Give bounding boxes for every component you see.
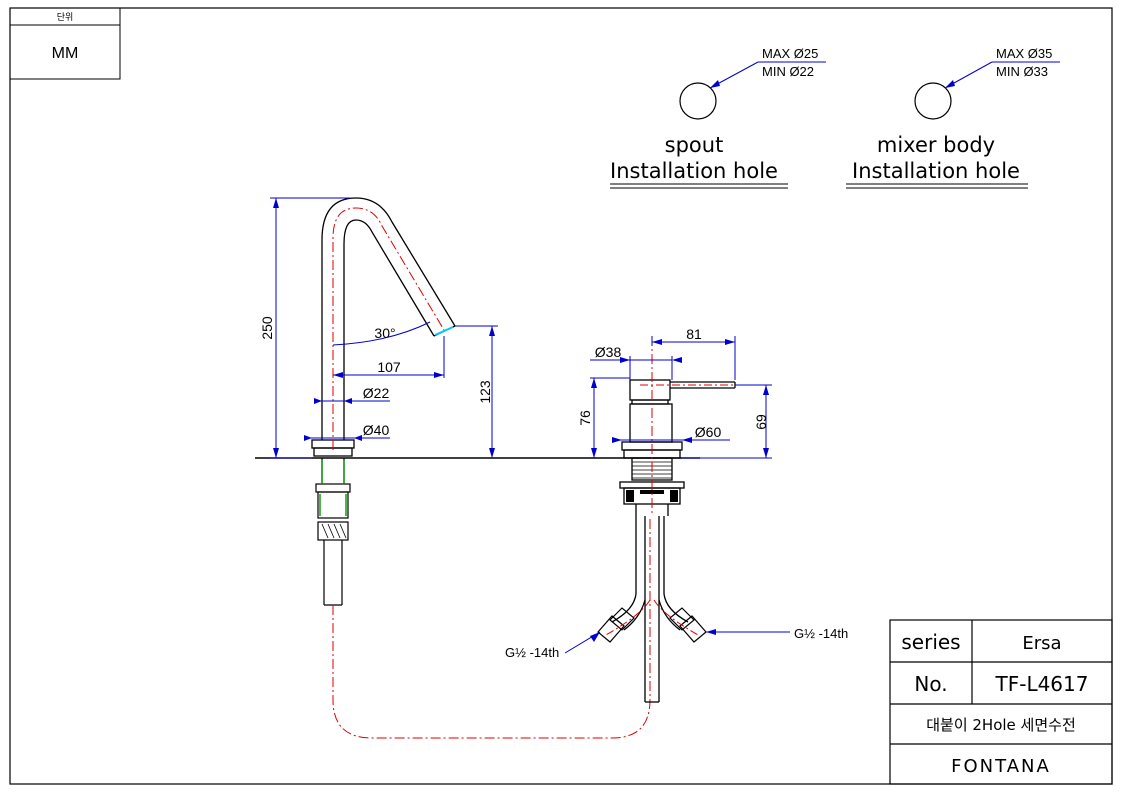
dim-spout-outlet-height: 123	[477, 380, 493, 404]
mixer-hole-title1: mixer body	[877, 133, 995, 157]
mixer-dim-arrows	[591, 339, 769, 458]
spout-outlet-highlight	[434, 326, 454, 336]
dim-mixer-base-dia: Ø60	[695, 424, 722, 440]
unit-box: 단위 MM	[9, 7, 121, 80]
connection-hose	[332, 516, 651, 739]
spout-dim-arrows	[273, 198, 495, 458]
connection-label-left: G½ -14th	[505, 645, 559, 660]
title-series-value: Ersa	[1022, 633, 1061, 654]
unit-value: MM	[52, 45, 79, 62]
left-connector	[597, 607, 635, 643]
mixer-hose-centerline-left	[603, 599, 651, 637]
spout-hole-title1: spout	[665, 133, 724, 157]
mixer-dimensions	[590, 336, 772, 459]
dim-mixer-lever-length: 81	[686, 326, 702, 342]
spout-hole-min: MIN Ø22	[762, 64, 814, 79]
title-description: 대붙이 2Hole 세면수전	[926, 716, 1076, 734]
dim-spout-height: 250	[259, 316, 275, 340]
dim-spout-base-dia: Ø40	[363, 422, 390, 438]
dim-mixer-height-total: 76	[577, 410, 593, 426]
dim-spout-tube-dia: Ø22	[363, 385, 390, 401]
mixer-hole-max: MAX Ø35	[996, 46, 1052, 61]
spout-nut-hatch	[321, 523, 347, 539]
title-no-label: No.	[914, 672, 947, 696]
spout-dimensions	[270, 197, 498, 459]
spout-hole-max: MAX Ø25	[762, 46, 818, 61]
dim-spout-angle: 30°	[374, 325, 395, 341]
spout-hole-spec: MAX Ø25 MIN Ø22 spout Installation hole	[610, 46, 826, 189]
right-connector	[669, 607, 707, 643]
connection-leader-arrows	[590, 629, 716, 642]
mixer-hose-centerline-right	[653, 599, 701, 637]
outer-border	[9, 7, 1113, 785]
title-series-label: series	[901, 630, 960, 654]
spout-hole-title2: Installation hole	[610, 159, 778, 183]
dim-spout-reach: 107	[377, 359, 401, 375]
title-no-value: TF-L4617	[995, 672, 1089, 696]
connection-label-right: G½ -14th	[794, 626, 848, 641]
dim-mixer-height-body: 69	[753, 414, 769, 430]
mixer-nut-fill	[626, 490, 678, 502]
mixer-hole-title2: Installation hole	[852, 159, 1020, 183]
spout-centerline	[332, 207, 445, 450]
dim-mixer-body-dia: Ø38	[595, 344, 622, 360]
mixer-hole-spec: MAX Ø35 MIN Ø33 mixer body Installation …	[846, 46, 1060, 189]
mixer-hole-min: MIN Ø33	[996, 64, 1048, 79]
title-brand: FONTANA	[951, 756, 1051, 777]
spout-shank	[315, 458, 351, 606]
spout-hole-circle	[679, 82, 717, 120]
unit-header: 단위	[57, 12, 74, 22]
connection-leaders	[564, 631, 790, 654]
title-block	[889, 619, 1113, 785]
spout-thread	[319, 460, 347, 516]
mixer-hole-circle	[914, 82, 952, 120]
